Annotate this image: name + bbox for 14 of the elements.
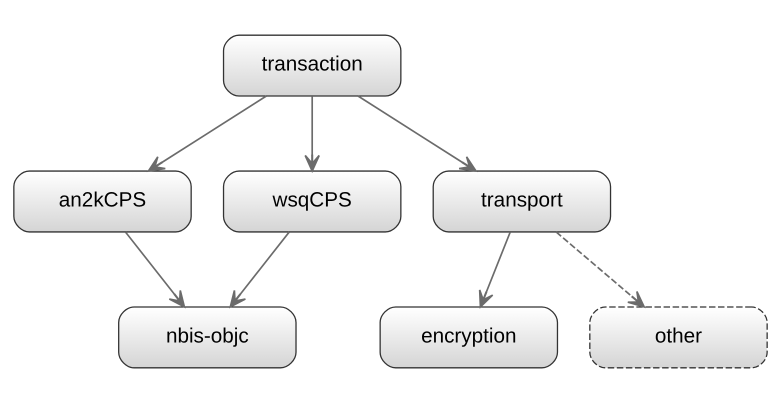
arrow [304, 96, 320, 172]
arrow [478, 231, 511, 308]
node-box: other [589, 306, 768, 368]
node-box: an2kCPS [13, 170, 192, 232]
arrow [358, 94, 477, 172]
arrow [556, 230, 646, 308]
node-box: nbis-objc [118, 306, 297, 368]
arrow [124, 231, 186, 308]
node-box: transaction [222, 34, 402, 96]
arrow [148, 94, 267, 172]
node-box: transport [432, 170, 612, 232]
node-box: wsqCPS [222, 170, 402, 232]
node-box: encryption [380, 306, 558, 368]
arrow [229, 231, 290, 308]
